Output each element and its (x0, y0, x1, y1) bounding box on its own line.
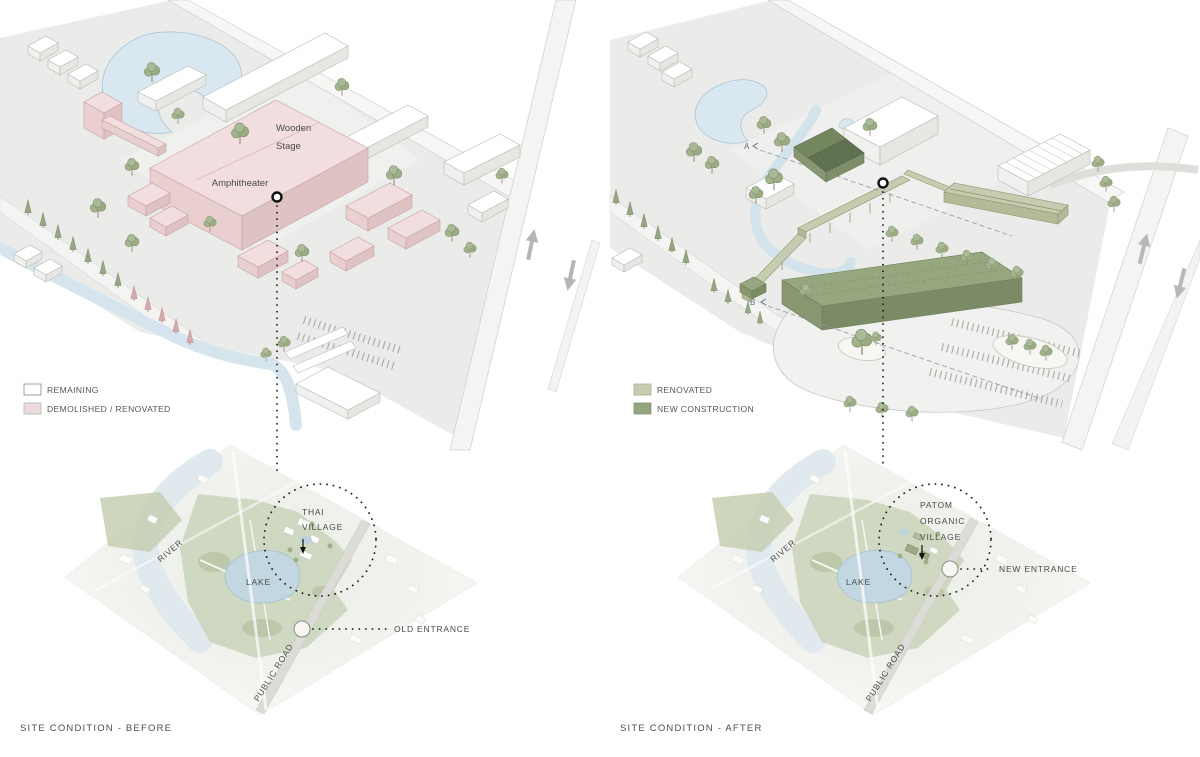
before-parking-lot (284, 316, 402, 374)
legend-label-demolished: DEMOLISHED / RENOVATED (47, 404, 171, 414)
gable-pavilion (793, 127, 865, 183)
before-traffic-arrows (525, 229, 577, 291)
new-entrance-label: NEW ENTRANCE (999, 564, 1078, 574)
after-focus-circle (878, 483, 992, 597)
before-lake-label: LAKE (246, 577, 271, 587)
after-context-buildings (611, 31, 1091, 273)
before-demolished-buildings (83, 91, 441, 290)
legend-swatch-demolished (23, 402, 42, 415)
section-marker-b: B (750, 298, 755, 307)
old-entrance-label: OLD ENTRANCE (394, 624, 470, 634)
after-village-marker (919, 545, 925, 560)
legend-swatch-new-construction (633, 402, 652, 415)
before-public-road-band (255, 519, 371, 715)
before-panel: Wooden Stage Amphitheater REMAINING DEMO… (0, 0, 601, 734)
section-cut-lines: A B (744, 142, 1039, 399)
wooden-stage-label-line2: Stage (276, 141, 301, 152)
before-village-marker (300, 539, 306, 554)
patom-village-label-line3: VILLAGE (920, 532, 961, 542)
before-caption: SITE CONDITION - BEFORE (20, 723, 172, 734)
patom-village-label-line1: PATOM (920, 500, 953, 510)
thai-village-label-line1: THAI (302, 507, 325, 517)
patom-village-label-line2: ORGANIC (920, 516, 965, 526)
thai-village-label-line2: VILLAGE (302, 522, 343, 532)
after-map-buildings (730, 473, 1039, 645)
legend-swatch-renovated (633, 383, 652, 396)
before-lake-shape (224, 550, 301, 604)
hatched-roof-building (997, 133, 1091, 197)
before-map: OLD ENTRANCE THAI VILLAGE RIVER LAKE PUB… (64, 444, 478, 716)
after-panel: A B RENOVATED NEW CONSTRUCTION (609, 0, 1200, 734)
before-remaining-buildings (13, 32, 521, 420)
after-caption: SITE CONDITION - AFTER (620, 723, 763, 734)
legend-label-renovated: RENOVATED (657, 385, 712, 395)
amphitheater-building (149, 99, 369, 251)
after-new-buildings (739, 127, 1023, 331)
renovated-long-building (943, 182, 1069, 225)
after-lake-label: LAKE (846, 577, 871, 587)
before-focus-marker (271, 191, 283, 203)
legend-label-remaining: REMAINING (47, 385, 99, 395)
after-axon-ground (609, 0, 1200, 451)
legend-label-new-construction: NEW CONSTRUCTION (657, 404, 754, 414)
before-focus-circle (263, 483, 377, 597)
after-legend: RENOVATED NEW CONSTRUCTION (633, 383, 754, 415)
section-marker-a: A (744, 142, 750, 151)
amphitheater-label: Amphitheater (212, 178, 269, 189)
after-traffic-arrows (1137, 233, 1187, 299)
before-map-buildings (118, 473, 427, 645)
after-focus-marker (877, 177, 889, 189)
new-entrance-circle (941, 560, 959, 578)
wooden-stage-label-line1: Wooden (276, 123, 311, 134)
before-legend: REMAINING DEMOLISHED / RENOVATED (23, 383, 171, 415)
legend-swatch-remaining (23, 383, 42, 396)
after-map: NEW ENTRANCE PATOM ORGANIC VILLAGE RIVER… (677, 444, 1091, 716)
kiosk-building (739, 276, 767, 300)
old-entrance-circle (293, 620, 311, 638)
main-hall-building (781, 251, 1023, 331)
